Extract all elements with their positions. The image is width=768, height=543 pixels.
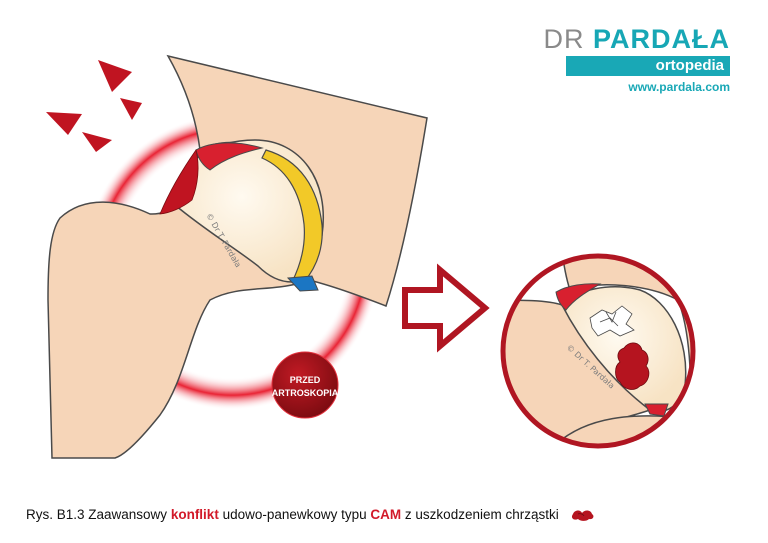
impact-arrow-3 bbox=[46, 112, 82, 135]
brand-name: DR PARDAŁA bbox=[543, 24, 730, 54]
cam-lesion bbox=[159, 149, 199, 215]
caption-prefix: Rys. B1.3 Zaawansowy bbox=[26, 507, 171, 522]
superior-labrum bbox=[195, 142, 264, 171]
caption-term-cam: CAM bbox=[370, 507, 402, 522]
caption-suffix: z uszkodzeniem chrząstki bbox=[401, 507, 559, 522]
zoom-superior-labrum bbox=[555, 283, 602, 311]
impact-arrows bbox=[46, 60, 142, 152]
zoom-detail: © Dr T. Pardała bbox=[500, 253, 696, 449]
impact-arrow-2 bbox=[120, 98, 142, 120]
badge-line1: PRZED bbox=[290, 375, 321, 385]
impact-arrow-1 bbox=[98, 60, 132, 92]
figure-caption: Rys. B1.3 Zaawansowy konflikt udowo-pane… bbox=[26, 507, 595, 522]
brand-url: www.pardala.com bbox=[628, 80, 730, 94]
brand-tagline: ortopedia bbox=[565, 56, 730, 76]
brand-name-second: PARDAŁA bbox=[593, 24, 730, 54]
caption-middle: udowo-panewkowy typu bbox=[218, 507, 371, 522]
before-arthroscopy-badge: PRZED ARTROSKOPIĄ bbox=[271, 351, 339, 419]
brand-name-first: DR bbox=[543, 24, 585, 54]
caption-term-conflict: konflikt bbox=[170, 507, 219, 522]
impact-arrow-4 bbox=[82, 132, 112, 152]
cartilage-damage-icon bbox=[571, 510, 593, 521]
cartilage-fissure bbox=[589, 305, 635, 337]
inferior-labrum bbox=[286, 275, 319, 292]
badge-line2: ARTROSKOPIĄ bbox=[272, 388, 339, 398]
brand-logo: DR PARDAŁA ortopedia www.pardala.com bbox=[543, 24, 730, 94]
transition-arrow-icon bbox=[402, 263, 490, 353]
cartilage-damage bbox=[615, 342, 650, 390]
